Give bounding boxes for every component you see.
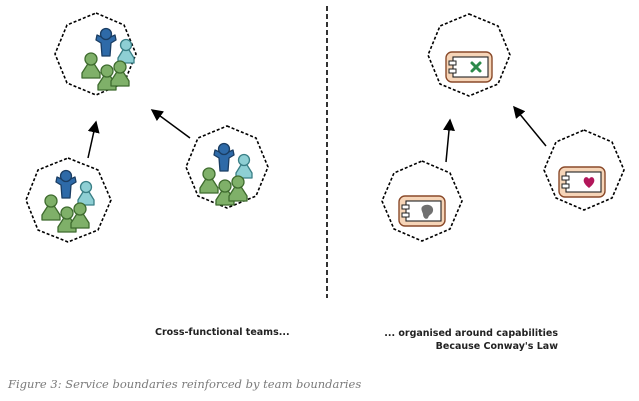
capability-octagon-left bbox=[381, 160, 463, 242]
caption-cross-functional-teams: Cross-functional teams... bbox=[155, 327, 290, 338]
capability-octagon-top bbox=[427, 13, 511, 97]
component-icon-top bbox=[445, 51, 493, 83]
arrow-left-bottom-to-top bbox=[87, 120, 100, 159]
boundary-octagon-top-left bbox=[54, 12, 137, 96]
arrow-right-left-to-top bbox=[443, 118, 455, 163]
capability-octagon-right bbox=[543, 129, 625, 211]
figure-caption: Figure 3: Service boundaries reinforced … bbox=[8, 377, 362, 391]
component-icon-right bbox=[558, 166, 606, 198]
caption-capabilities: ... organised around capabilities Becaus… bbox=[330, 327, 558, 353]
arrow-right-right-to-top bbox=[513, 105, 547, 147]
component-icon-left bbox=[398, 195, 446, 227]
x-mark-icon bbox=[470, 61, 482, 73]
team-icon-top bbox=[82, 29, 134, 91]
team-icon-right bbox=[200, 144, 252, 206]
caption-conways-law-line2: Because Conway's Law bbox=[435, 341, 558, 352]
arrow-left-right-to-top bbox=[150, 109, 191, 139]
heart-icon bbox=[583, 177, 595, 188]
caption-capabilities-line1: ... organised around capabilities bbox=[384, 328, 558, 339]
team-icon-bottom-left bbox=[42, 171, 94, 233]
boundary-octagon-bottom-left bbox=[25, 157, 112, 243]
blob-icon bbox=[421, 204, 434, 219]
boundary-octagon-right-left bbox=[185, 125, 269, 209]
